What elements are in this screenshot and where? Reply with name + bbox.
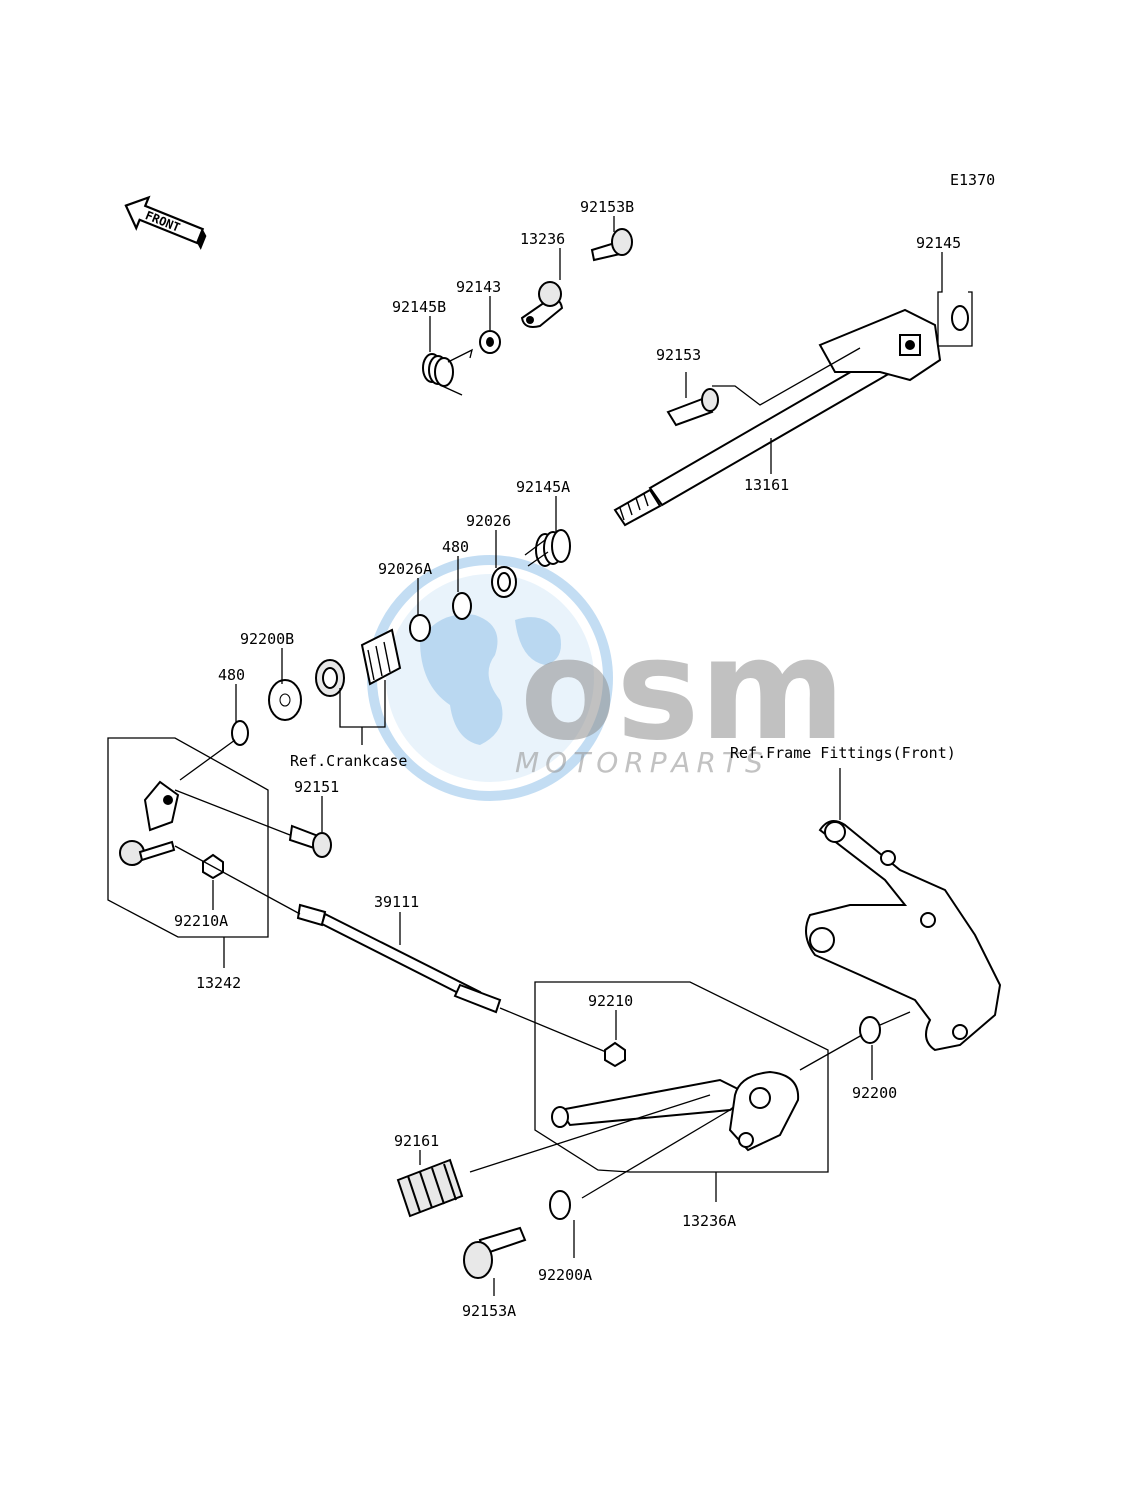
part-92151-bolt [288, 824, 332, 858]
watermark-brand: osm [520, 609, 845, 772]
label-92153: 92153 [656, 346, 701, 364]
part-13161-shift-shaft [613, 308, 942, 527]
part-13236A-shift-pedal [551, 1070, 800, 1152]
part-92026-washer [491, 566, 517, 598]
part-oil-seal [315, 659, 345, 697]
label-92161: 92161 [394, 1132, 439, 1150]
label-92145B: 92145B [392, 298, 446, 316]
label-480-left: 480 [218, 666, 245, 684]
part-480-circlip-top [452, 592, 472, 620]
leader-lines [107, 216, 973, 1296]
watermark-sub: MOTORPARTS [515, 746, 769, 779]
part-13242-lever-assembly [119, 780, 180, 866]
diagram-code: E1370 [950, 171, 995, 189]
label-92200B: 92200B [240, 630, 294, 648]
part-39111-tie-rod [296, 903, 502, 1014]
label-13236A: 13236A [682, 1212, 736, 1230]
part-92145A-spring [524, 529, 571, 567]
part-92145-circlip [951, 305, 969, 331]
label-13236: 13236 [520, 230, 565, 248]
part-needle-bearing [360, 628, 402, 686]
label-ref-frame-fittings: Ref.Frame Fittings(Front) [730, 744, 956, 762]
part-92026A-washer [409, 614, 431, 642]
label-92026: 92026 [466, 512, 511, 530]
label-92210A: 92210A [174, 912, 228, 930]
part-92153A-bolt [463, 1226, 527, 1279]
part-92200-washer [859, 1016, 881, 1044]
part-92200B-washer [268, 679, 302, 721]
label-92210: 92210 [588, 992, 633, 1010]
part-92200A-washer [549, 1190, 571, 1220]
label-92026A: 92026A [378, 560, 432, 578]
part-480-circlip-left [231, 720, 249, 746]
label-480-top: 480 [442, 538, 469, 556]
label-92143: 92143 [456, 278, 501, 296]
label-92153B: 92153B [580, 198, 634, 216]
label-92151: 92151 [294, 778, 339, 796]
part-92161-rubber [396, 1158, 464, 1218]
label-92153A: 92153A [462, 1302, 516, 1320]
label-ref-crankcase: Ref.Crankcase [290, 752, 407, 770]
part-13236-arm [520, 281, 564, 328]
frame-fitting-ref [805, 820, 1002, 1052]
watermark: osm MOTORPARTS [367, 555, 845, 801]
part-92153-pin [666, 388, 719, 427]
label-92145A: 92145A [516, 478, 570, 496]
part-92143-collar [479, 330, 501, 354]
label-39111: 39111 [374, 893, 419, 911]
front-direction-arrow: FRONT [124, 195, 207, 250]
part-labels: 92153B 13236 92143 92145B 92145 92153 13… [174, 198, 961, 1320]
label-13161: 13161 [744, 476, 789, 494]
part-92145B-spring [422, 348, 473, 396]
label-13242: 13242 [196, 974, 241, 992]
part-92153B-bolt [590, 228, 633, 262]
label-92200: 92200 [852, 1084, 897, 1102]
label-92145: 92145 [916, 234, 961, 252]
label-92200A: 92200A [538, 1266, 592, 1284]
part-92210-nut [604, 1041, 626, 1068]
